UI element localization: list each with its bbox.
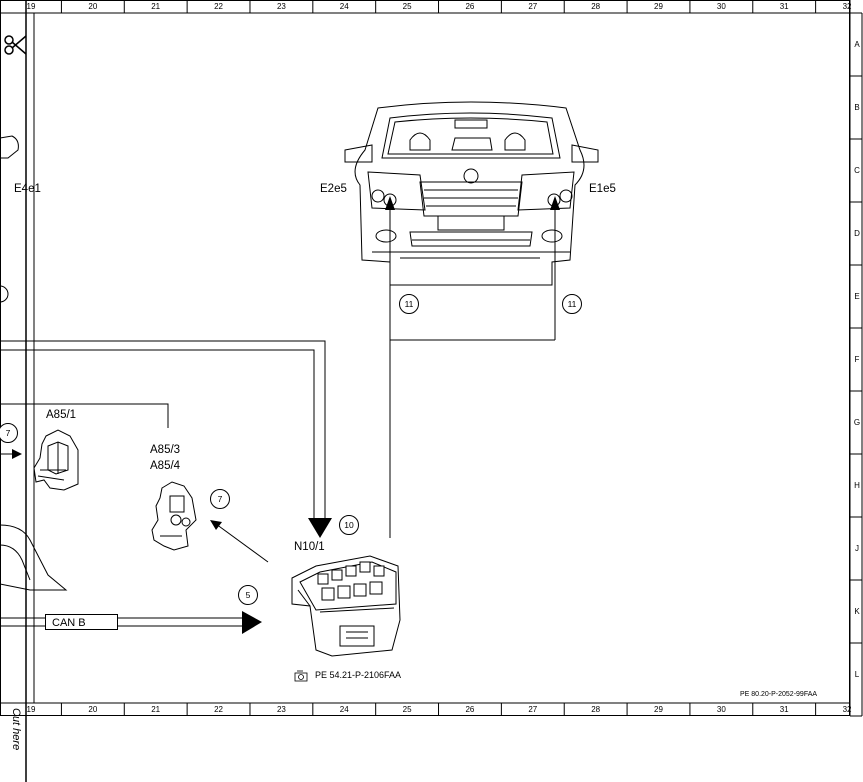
column-number: 30 bbox=[716, 705, 726, 714]
row-letter: L bbox=[854, 670, 860, 679]
column-number: 32 bbox=[842, 705, 852, 714]
column-number: 21 bbox=[151, 2, 161, 11]
label-e2e5: E2e5 bbox=[320, 183, 347, 195]
column-number: 31 bbox=[779, 2, 789, 11]
callout-7-mid: 7 bbox=[210, 489, 230, 509]
column-number: 24 bbox=[339, 2, 349, 11]
column-number: 19 bbox=[26, 2, 36, 11]
callout-7-left: 7 bbox=[0, 423, 18, 443]
row-letter: B bbox=[854, 103, 860, 112]
label-n10-1: N10/1 bbox=[294, 541, 325, 553]
column-number: 29 bbox=[654, 705, 663, 714]
callout-10: 10 bbox=[339, 515, 359, 535]
row-letter: G bbox=[853, 418, 861, 427]
column-number: 21 bbox=[151, 705, 161, 714]
row-letter: K bbox=[854, 607, 860, 616]
column-number: 25 bbox=[402, 705, 412, 714]
arrow-to-n10-1 bbox=[308, 518, 332, 538]
label-a85-3: A85/3 bbox=[150, 444, 181, 456]
column-number: 22 bbox=[214, 705, 223, 714]
column-number: 27 bbox=[528, 705, 538, 714]
column-number: 31 bbox=[779, 705, 789, 714]
row-letter: E bbox=[854, 292, 860, 301]
column-number: 26 bbox=[465, 705, 475, 714]
label-a85-1: A85/1 bbox=[46, 409, 77, 421]
column-number: 28 bbox=[591, 705, 601, 714]
pe-reference: PE 54.21-P-2106FAA bbox=[315, 670, 402, 680]
column-number: 30 bbox=[716, 2, 726, 11]
column-number: 19 bbox=[26, 705, 36, 714]
column-number: 22 bbox=[214, 2, 223, 11]
row-letter: J bbox=[855, 544, 859, 553]
column-number: 20 bbox=[88, 2, 98, 11]
column-number: 28 bbox=[591, 2, 601, 11]
column-number: 27 bbox=[528, 2, 538, 11]
camera-icon bbox=[294, 670, 308, 682]
row-letter: F bbox=[854, 355, 860, 364]
column-number: 20 bbox=[88, 705, 98, 714]
module-a85-1 bbox=[33, 429, 79, 491]
column-number: 32 bbox=[842, 2, 852, 11]
document-reference: PE 80.20-P-2052-99FAA bbox=[740, 691, 818, 698]
row-letter: H bbox=[854, 481, 860, 490]
callout-11-right: 11 bbox=[562, 294, 582, 314]
callout-5: 5 bbox=[238, 585, 258, 605]
callout-11-left: 11 bbox=[399, 294, 419, 314]
column-number: 29 bbox=[654, 2, 663, 11]
module-a85-3 bbox=[151, 481, 197, 551]
label-can-b: CAN B bbox=[45, 614, 118, 630]
row-letter: C bbox=[854, 166, 860, 175]
sam-module-n10-1 bbox=[291, 555, 401, 657]
scissors-icon bbox=[4, 35, 27, 55]
label-e4e1: E4e1 bbox=[14, 183, 41, 195]
column-number: 25 bbox=[402, 2, 412, 11]
column-number: 23 bbox=[276, 705, 286, 714]
car-front-view bbox=[344, 101, 599, 286]
row-letter: A bbox=[854, 40, 860, 49]
label-a85-4: A85/4 bbox=[150, 460, 181, 472]
column-number: 23 bbox=[276, 2, 286, 11]
cut-here-label: Cut here bbox=[10, 708, 22, 751]
column-number: 24 bbox=[339, 705, 349, 714]
row-letter: D bbox=[854, 229, 860, 238]
label-e1e5: E1e5 bbox=[589, 183, 616, 195]
column-number: 26 bbox=[465, 2, 475, 11]
